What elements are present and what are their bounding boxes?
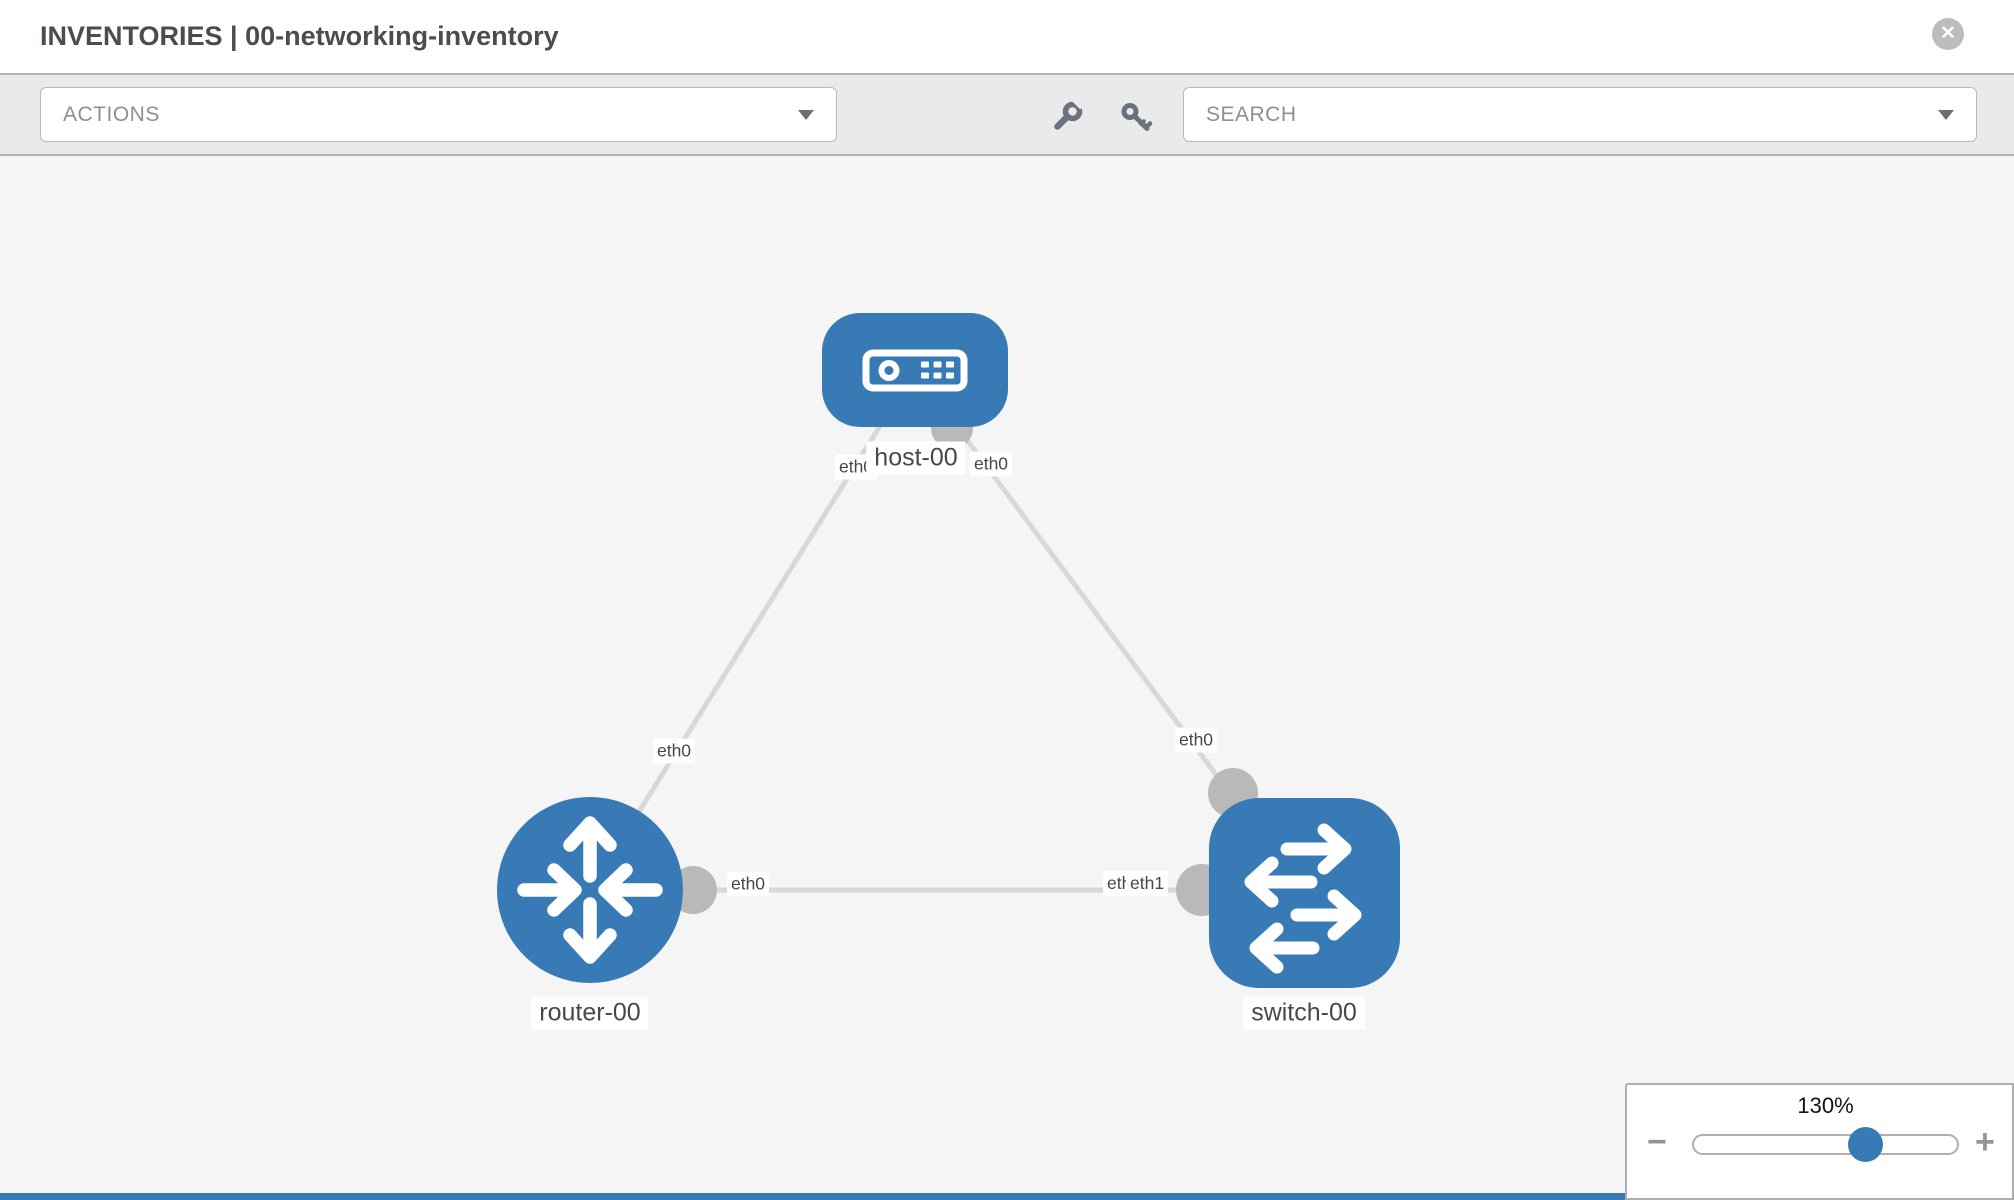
credentials-key-icon[interactable] — [1119, 100, 1153, 134]
configure-wrench-icon[interactable] — [1050, 100, 1084, 134]
caret-down-icon — [1938, 109, 1954, 120]
switch-icon — [1244, 823, 1362, 974]
toolbar: ACTIONS SEARCH — [0, 73, 2014, 156]
footer-strip — [0, 1193, 2014, 1200]
node-label-host: host-00 — [866, 441, 966, 475]
zoom-slider-track[interactable] — [1692, 1134, 1959, 1155]
caret-down-icon — [798, 109, 814, 120]
actions-dropdown-label: ACTIONS — [63, 102, 160, 126]
plus-icon: + — [1975, 1123, 1995, 1161]
interface-label: eth0 — [652, 738, 696, 764]
zoom-slider-handle[interactable] — [1848, 1127, 1883, 1162]
node-router[interactable] — [497, 797, 683, 983]
close-button[interactable]: ✕ — [1932, 18, 1964, 50]
interface-label: eth0 — [969, 451, 1013, 477]
topology-graph — [497, 313, 1400, 988]
node-host[interactable] — [822, 313, 1008, 427]
router-icon — [517, 816, 663, 964]
actions-dropdown[interactable]: ACTIONS — [40, 87, 837, 142]
node-label-switch: switch-00 — [1243, 996, 1365, 1030]
topology-canvas[interactable]: eth0 eth0 eth0 eth0 eth0 eth0 eth1 host-… — [0, 156, 2014, 1200]
interface-label: eth1 — [1126, 871, 1169, 896]
interface-label: eth0 — [1174, 727, 1218, 753]
search-dropdown[interactable]: SEARCH — [1183, 87, 1977, 142]
zoom-out-button[interactable]: − — [1647, 1122, 1667, 1162]
interface-label: eth0 — [726, 871, 770, 897]
search-dropdown-label: SEARCH — [1206, 102, 1297, 126]
header: INVENTORIES | 00-networking-inventory ✕ — [0, 0, 2014, 73]
minus-icon: − — [1647, 1123, 1667, 1161]
node-label-router: router-00 — [531, 996, 649, 1030]
close-icon: ✕ — [1940, 23, 1956, 44]
zoom-level-value: 130% — [1797, 1093, 1854, 1118]
host-icon — [862, 349, 968, 392]
zoom-in-button[interactable]: + — [1975, 1122, 1995, 1162]
zoom-control-panel: 130% − + — [1625, 1083, 2014, 1200]
page-title: INVENTORIES | 00-networking-inventory — [40, 21, 559, 51]
interface-connectors — [669, 407, 1258, 916]
node-switch[interactable] — [1209, 798, 1400, 988]
